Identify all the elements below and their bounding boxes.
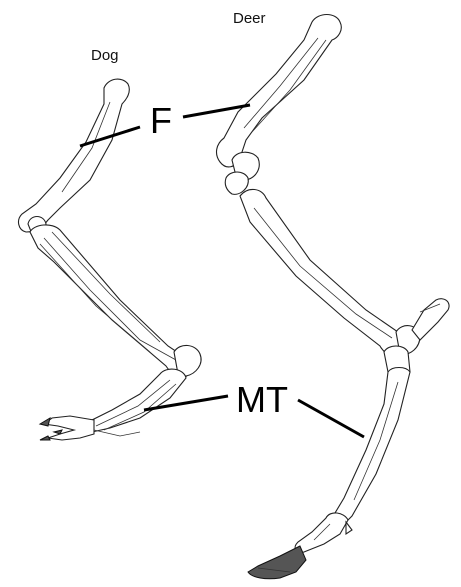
- dog-metatarsals: [85, 369, 186, 432]
- deer-label: Deer: [233, 10, 266, 27]
- deer-hindlimb: [217, 15, 450, 579]
- deer-tibia: [240, 189, 406, 358]
- deer-metatarsal: [332, 368, 410, 527]
- deer-dewclaw: [346, 522, 352, 534]
- dog-toes: [44, 416, 94, 440]
- deer-calcaneus: [412, 299, 449, 340]
- leader-mt-deer: [298, 400, 364, 437]
- deer-hoof: [248, 546, 306, 579]
- dog-hindlimb: [19, 79, 202, 440]
- dog-label: Dog: [91, 47, 119, 64]
- deer-patella: [225, 172, 248, 194]
- femur-label: F: [150, 103, 172, 139]
- deer-femur: [217, 15, 342, 167]
- dog-femur: [19, 79, 130, 232]
- metatarsal-label: MT: [236, 382, 288, 418]
